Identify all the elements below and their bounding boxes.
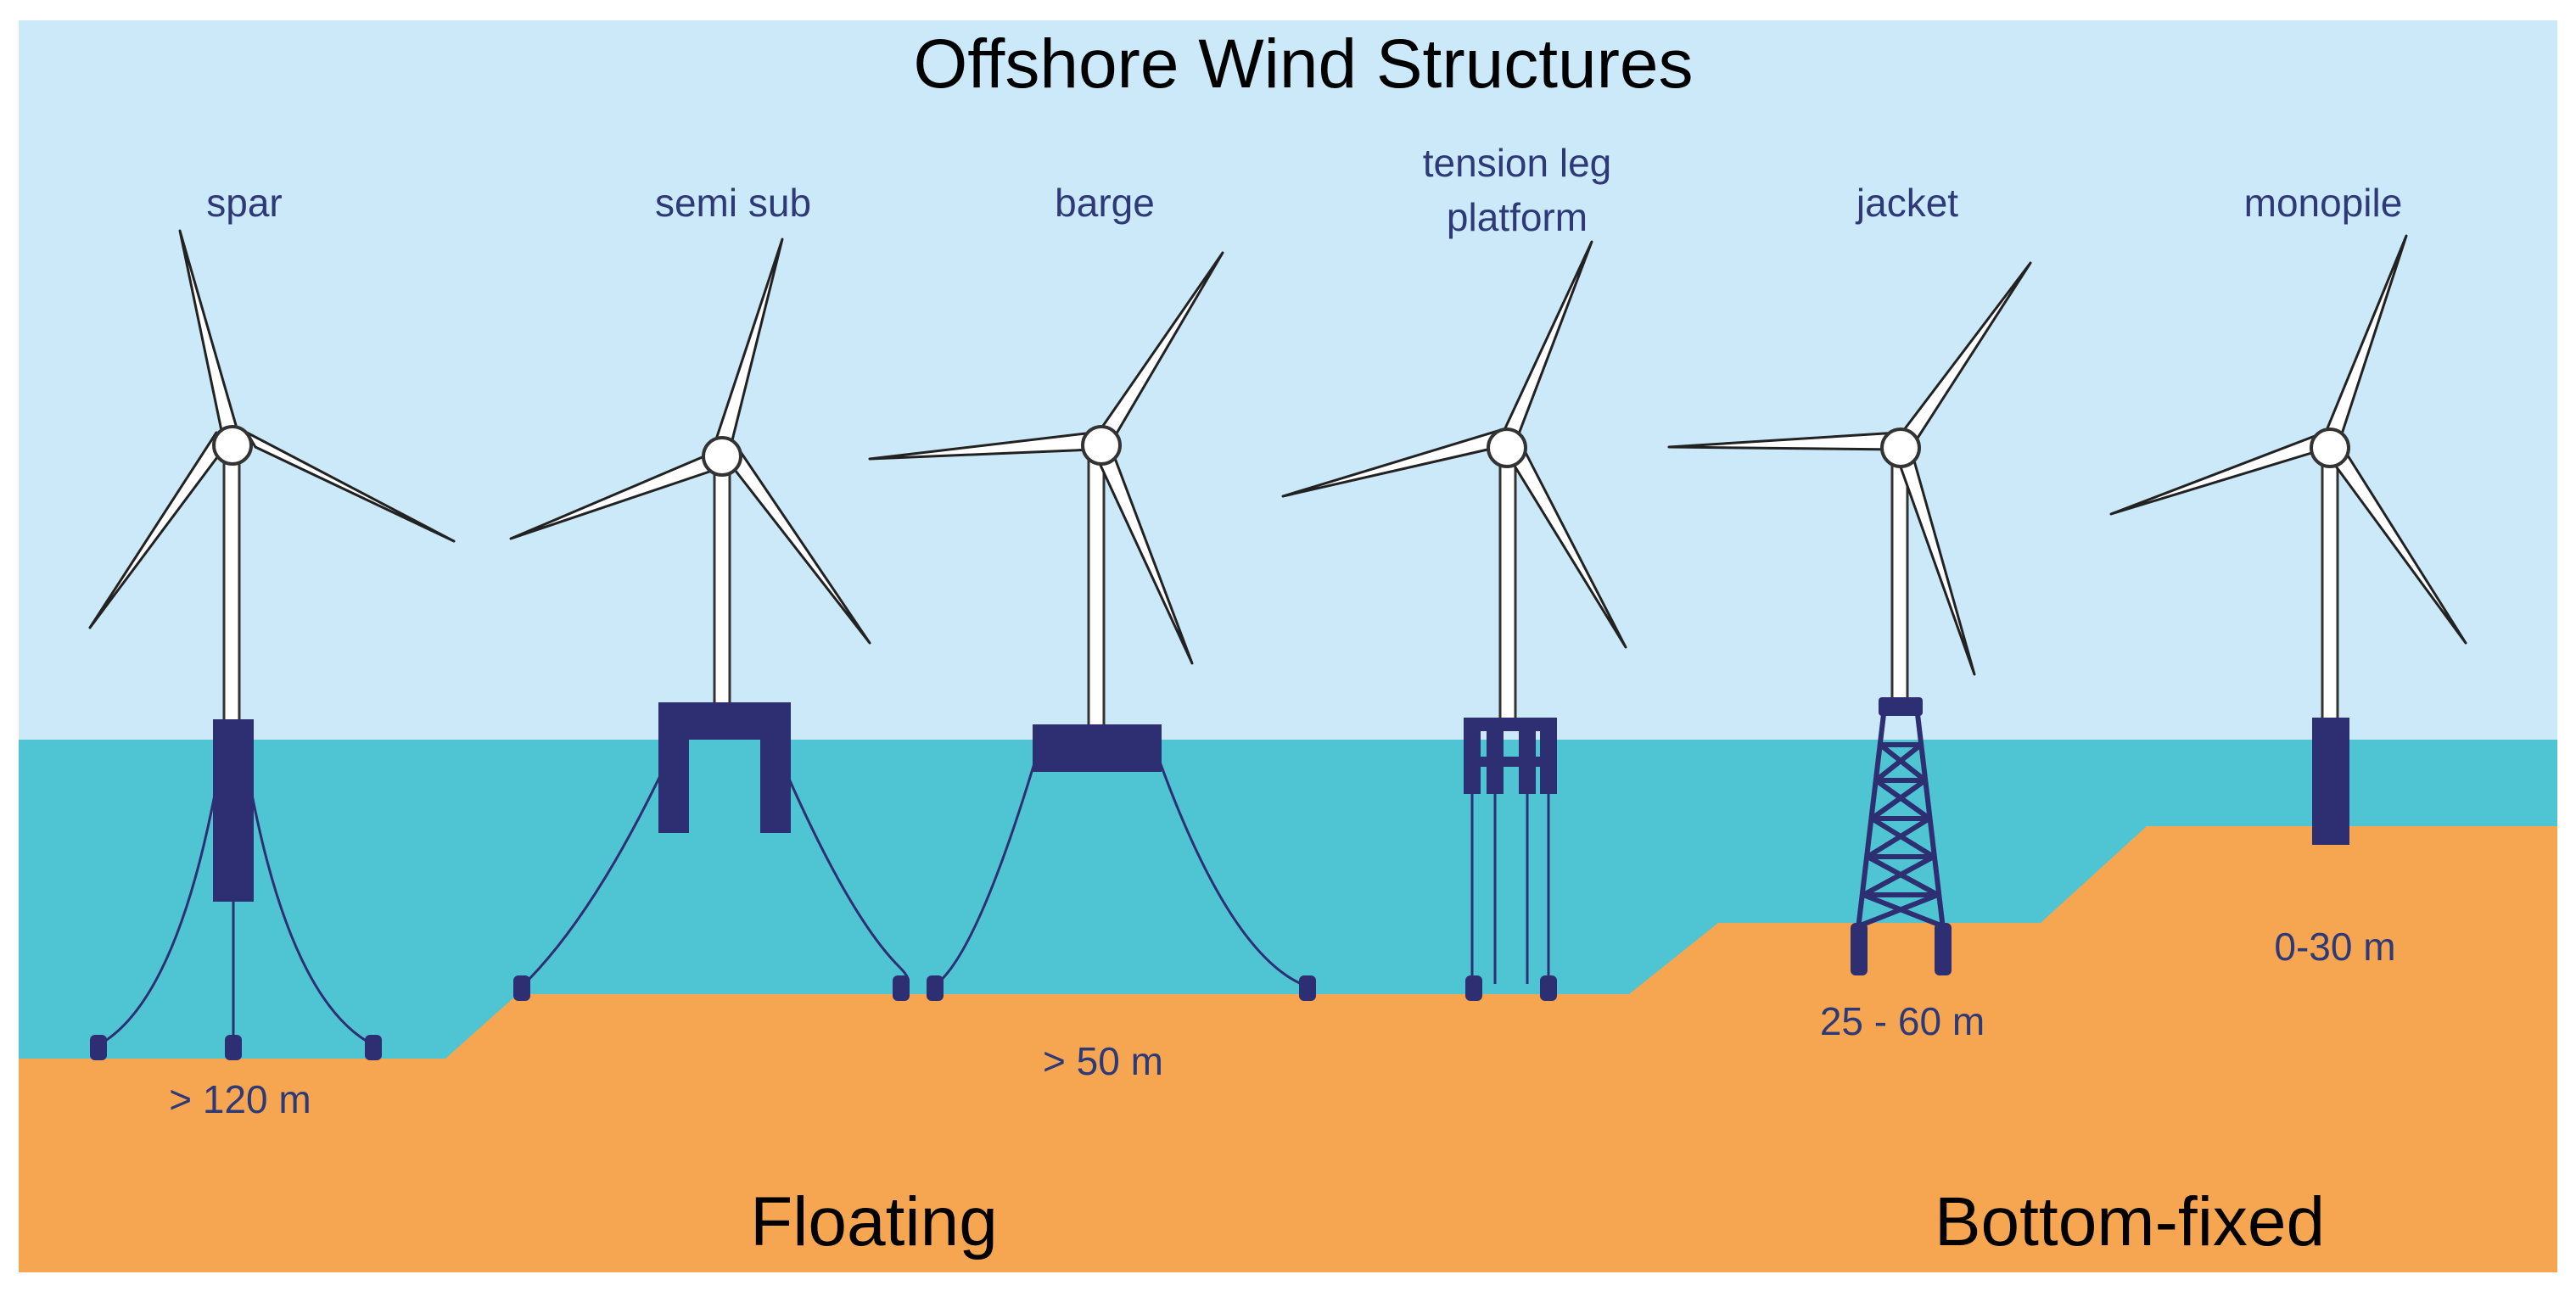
- label-tension-leg-line2: platform: [1447, 195, 1588, 239]
- depth-jacket: 25 - 60 m: [1820, 999, 1985, 1043]
- label-jacket: jacket: [1855, 181, 1958, 225]
- label-tension-leg-line1: tension leg: [1423, 141, 1612, 185]
- diagram-title: Offshore Wind Structures: [913, 25, 1693, 103]
- spar-buoy: [213, 719, 254, 902]
- label-monopile: monopile: [2244, 181, 2403, 225]
- depth-spar: > 120 m: [169, 1077, 311, 1121]
- rotor-semi-sub: [509, 238, 871, 645]
- rotor-monopile: [2109, 234, 2467, 645]
- turbine-barge: [868, 251, 1316, 1001]
- turbine-spar: [88, 229, 456, 1060]
- rotor-jacket: [1667, 261, 2032, 676]
- barge-platform: [1033, 724, 1162, 772]
- seabed: [19, 826, 2557, 1272]
- category-bottom-fixed: Bottom-fixed: [1935, 1183, 2325, 1260]
- tlp-platform: [1464, 718, 1557, 794]
- semi-sub-platform: [658, 702, 791, 833]
- rotor-barge: [868, 251, 1224, 665]
- label-spar: spar: [206, 181, 282, 225]
- depth-barge: > 50 m: [1043, 1039, 1163, 1083]
- monopile-foundation: [2312, 718, 2349, 845]
- turbine-jacket: [1667, 261, 2032, 975]
- turbine-tension-leg-platform: [1281, 240, 1627, 1001]
- turbine-semi-sub: [509, 238, 910, 1001]
- label-barge: barge: [1055, 181, 1155, 225]
- jacket-structure: [1851, 697, 1952, 975]
- turbine-monopile: [2109, 234, 2467, 845]
- label-semi-sub: semi sub: [655, 181, 811, 225]
- rotor-tension-leg: [1281, 240, 1627, 649]
- category-floating: Floating: [750, 1183, 998, 1260]
- sky: [19, 20, 2557, 743]
- rotor-spar: [88, 229, 456, 629]
- depth-monopile: 0-30 m: [2274, 925, 2395, 969]
